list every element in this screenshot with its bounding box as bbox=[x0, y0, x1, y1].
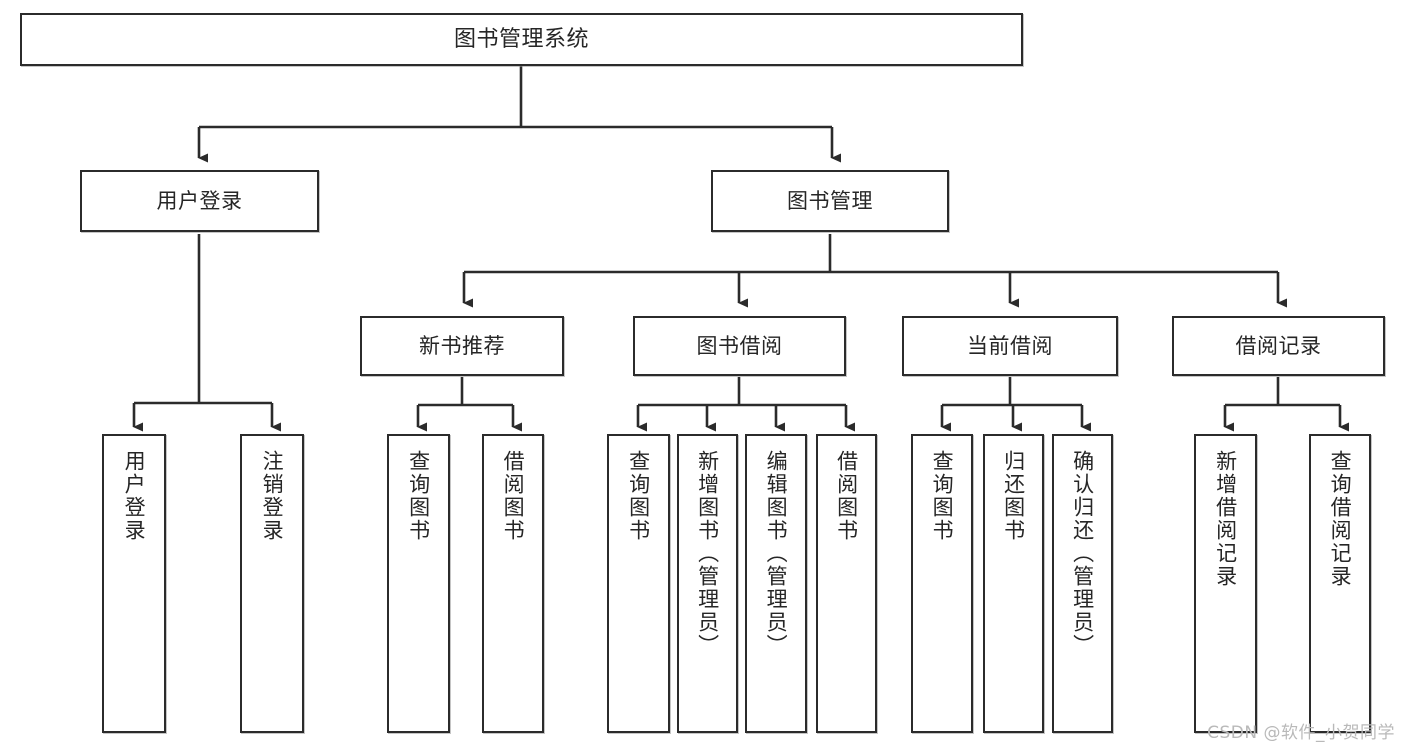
node-label: 用户登录 bbox=[122, 450, 147, 542]
node-current-borrow[interactable]: 当前借阅 bbox=[902, 316, 1118, 376]
node-leaf-user-login[interactable]: 用户登录 bbox=[102, 434, 166, 733]
node-label: 借阅图书 bbox=[501, 450, 526, 542]
node-label: 查询图书 bbox=[406, 450, 431, 542]
node-book-borrow[interactable]: 图书借阅 bbox=[633, 316, 846, 376]
node-root-system[interactable]: 图书管理系统 bbox=[20, 13, 1023, 66]
node-label: 查询图书 bbox=[626, 450, 651, 542]
node-leaf-edit-book[interactable]: 编辑图书（管理员） bbox=[745, 434, 807, 733]
node-leaf-query-book-1[interactable]: 查询图书 bbox=[387, 434, 450, 733]
node-label: 编辑图书（管理员） bbox=[764, 450, 789, 657]
watermark-text: CSDN @软件_小贺同学 bbox=[1207, 723, 1395, 743]
node-label: 图书管理系统 bbox=[453, 26, 589, 52]
node-book-management[interactable]: 图书管理 bbox=[711, 170, 949, 232]
node-leaf-borrow-book-1[interactable]: 借阅图书 bbox=[482, 434, 544, 733]
node-label: 新增图书（管理员） bbox=[695, 450, 720, 657]
node-label: 归还图书 bbox=[1001, 450, 1026, 542]
node-label: 查询借阅记录 bbox=[1328, 450, 1353, 588]
node-label: 借阅图书 bbox=[834, 450, 859, 542]
node-leaf-query-borrow-record[interactable]: 查询借阅记录 bbox=[1309, 434, 1371, 733]
node-label: 借阅记录 bbox=[1235, 333, 1322, 358]
node-label: 当前借阅 bbox=[967, 333, 1053, 358]
node-leaf-confirm-return[interactable]: 确认归还（管理员） bbox=[1052, 434, 1113, 733]
node-leaf-add-borrow-record[interactable]: 新增借阅记录 bbox=[1194, 434, 1257, 733]
node-leaf-add-book[interactable]: 新增图书（管理员） bbox=[677, 434, 738, 733]
node-leaf-query-book-3[interactable]: 查询图书 bbox=[911, 434, 973, 733]
node-label: 确认归还（管理员） bbox=[1070, 450, 1095, 657]
node-label: 图书管理 bbox=[787, 188, 873, 213]
node-label: 用户登录 bbox=[156, 188, 243, 213]
node-leaf-return-book[interactable]: 归还图书 bbox=[983, 434, 1044, 733]
node-leaf-logout-login[interactable]: 注销登录 bbox=[240, 434, 304, 733]
node-label: 图书借阅 bbox=[696, 333, 783, 358]
node-user-login[interactable]: 用户登录 bbox=[80, 170, 319, 232]
node-new-book-recommend[interactable]: 新书推荐 bbox=[360, 316, 564, 376]
node-leaf-borrow-book-2[interactable]: 借阅图书 bbox=[816, 434, 877, 733]
node-label: 新书推荐 bbox=[419, 333, 505, 358]
node-borrow-record[interactable]: 借阅记录 bbox=[1172, 316, 1385, 376]
node-leaf-query-book-2[interactable]: 查询图书 bbox=[607, 434, 670, 733]
node-label: 查询图书 bbox=[930, 450, 955, 542]
node-label: 注销登录 bbox=[260, 450, 285, 542]
node-label: 新增借阅记录 bbox=[1213, 450, 1238, 588]
